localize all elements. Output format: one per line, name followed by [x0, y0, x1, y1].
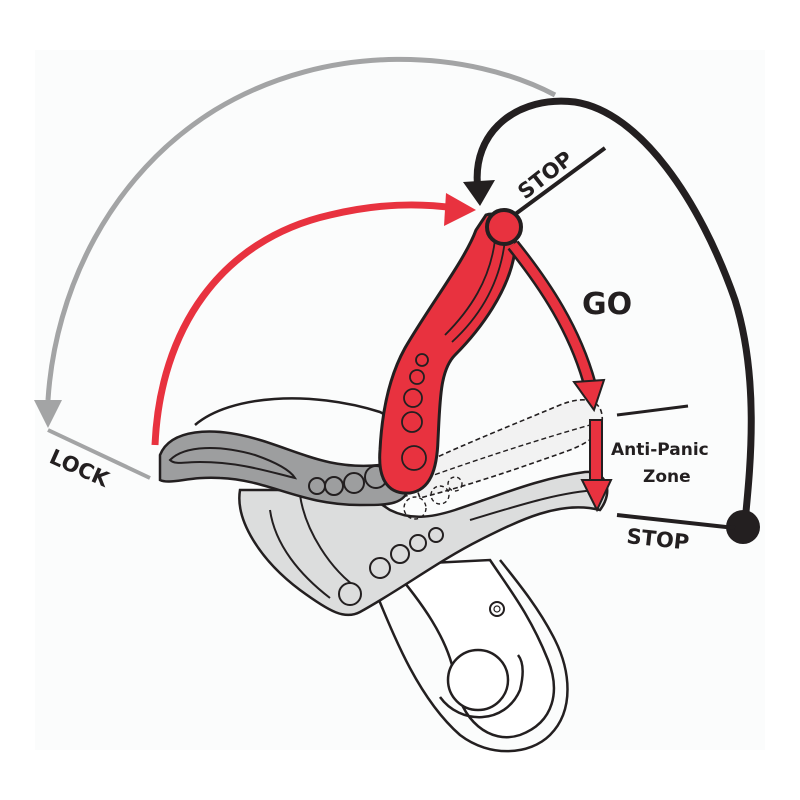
handle-pivot-icon [485, 208, 523, 246]
lock-arrowhead-icon [34, 400, 62, 428]
go-arrowhead-icon [572, 378, 606, 413]
screw-icon [489, 601, 505, 617]
stop-top-line [508, 146, 607, 220]
anti-panic-label-line1: Anti-Panic [611, 440, 709, 460]
device-body [194, 397, 609, 753]
anti-panic-arrow [580, 419, 613, 513]
lock-arrow [34, 56, 557, 480]
anti-panic-arrowhead-icon [580, 479, 613, 513]
stop-arc [463, 97, 760, 544]
stop-bottom-line [616, 513, 736, 530]
red-handle [378, 208, 523, 495]
body-top-outline [194, 397, 396, 426]
anti-panic-label-line2: Zone [643, 467, 691, 487]
anti-panic-top-line [616, 404, 689, 417]
lock-arc [45, 56, 557, 401]
stop-arc-path [473, 97, 755, 523]
stop-top-arrowhead-icon [463, 180, 495, 206]
stop-bottom-label: STOP [625, 524, 690, 554]
stop-bottom-dot-icon [726, 510, 760, 544]
lock-label: LOCK [46, 445, 113, 493]
lower-housing [387, 558, 556, 739]
lock-position-line [47, 428, 151, 480]
attachment-hole [446, 648, 510, 712]
anti-panic-ghost-lever [409, 399, 604, 499]
red-return-arc [151, 201, 456, 446]
go-label: GO [582, 287, 632, 322]
red-return-arrowhead-icon [444, 193, 476, 226]
go-arrow [507, 240, 606, 413]
red-return-arrow [151, 193, 476, 446]
